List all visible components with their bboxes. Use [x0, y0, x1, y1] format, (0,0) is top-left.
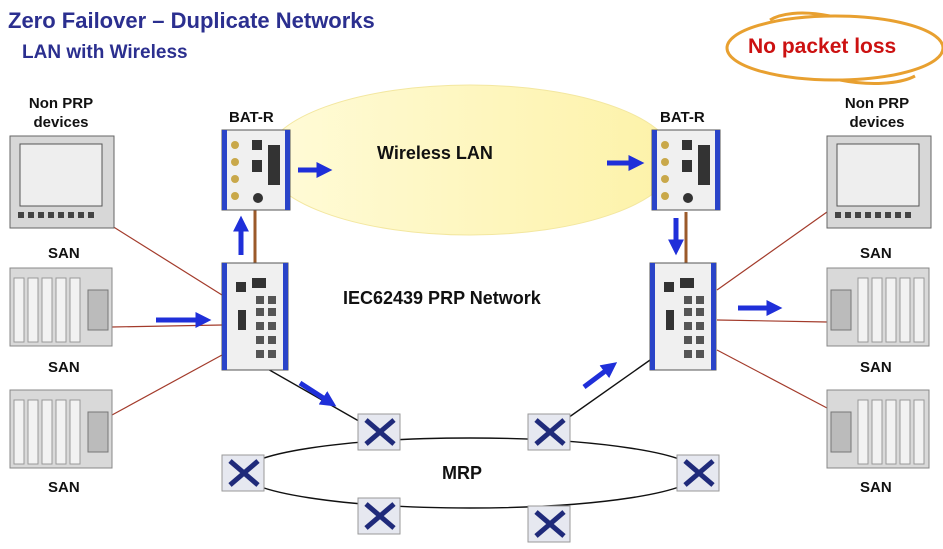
prp-switch-icon — [649, 262, 717, 371]
wireless-lan-label: Wireless LAN — [377, 143, 493, 163]
prp-switch-icon — [221, 262, 289, 371]
right-devices-label: Non PRP devices — [844, 95, 910, 131]
san-label: SAN — [860, 479, 892, 496]
page-title: Zero Failover – Duplicate Networks — [8, 8, 375, 33]
left-bat-label: BAT-R — [229, 109, 274, 126]
no-packet-loss-label: No packet loss — [748, 35, 897, 58]
rack-device-icon — [826, 389, 930, 469]
san-label: SAN — [48, 245, 80, 262]
rack-device-icon — [9, 267, 113, 347]
mrp-switch-icon — [357, 497, 401, 535]
mrp-switch-icon — [527, 413, 571, 451]
arrow-icon — [298, 380, 337, 407]
mrp-switch-icon — [676, 454, 720, 492]
rack-device-icon — [9, 389, 113, 469]
san-label: SAN — [48, 479, 80, 496]
no-packet-loss-ring — [725, 11, 943, 85]
monitor-icon — [9, 135, 115, 229]
page-subtitle: LAN with Wireless — [22, 42, 188, 63]
arrow-icon — [582, 362, 618, 389]
left-devices-label: Non PRP devices — [28, 95, 94, 131]
right-bat-label: BAT-R — [660, 109, 705, 126]
left-switch-ring-link — [251, 359, 379, 433]
bat-r-access-point-icon — [221, 129, 291, 211]
monitor-icon — [826, 135, 932, 229]
rack-device-icon — [826, 267, 930, 347]
right-device-links — [716, 211, 828, 409]
mrp-switch-icon — [527, 505, 571, 543]
san-label: SAN — [860, 359, 892, 376]
mrp-label: MRP — [442, 463, 482, 483]
bat-r-access-point-icon — [651, 129, 721, 211]
san-label: SAN — [48, 359, 80, 376]
mrp-switch-icon — [221, 454, 265, 492]
mrp-switch-icon — [357, 413, 401, 451]
san-label: SAN — [860, 245, 892, 262]
prp-network-label: IEC62439 PRP Network — [343, 288, 541, 308]
